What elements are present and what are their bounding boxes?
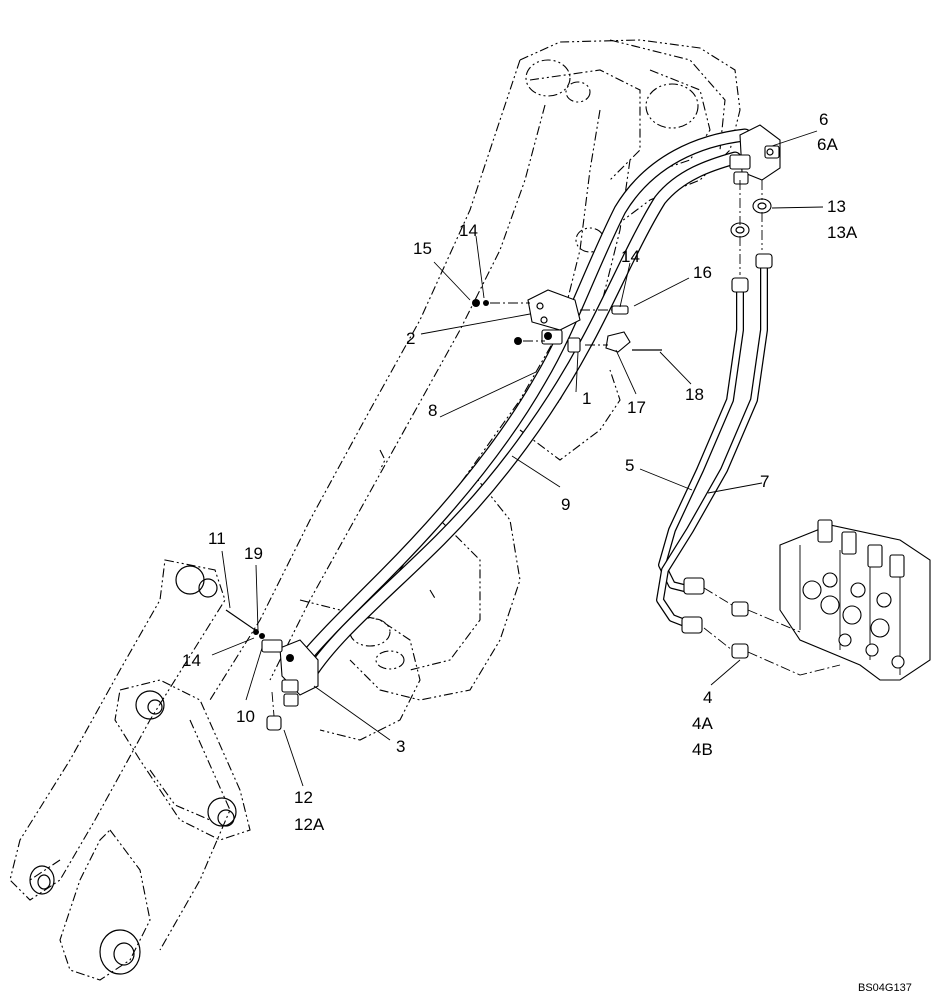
callout-12: 12: [294, 788, 313, 807]
lower-fittings: [225, 609, 319, 731]
callout-labels: 1 2 3 4 4A 4B 5 6 6A 7 8 9 10 11 12 12A …: [182, 110, 858, 834]
clamp-assembly: [472, 289, 662, 353]
callout-15: 15: [413, 239, 432, 258]
callout-9: 9: [561, 495, 570, 514]
hoses-8-9: [293, 128, 752, 682]
callout-6: 6: [819, 110, 828, 129]
callout-12a: 12A: [294, 815, 325, 834]
callout-5: 5: [625, 456, 634, 475]
callout-4: 4: [703, 688, 712, 707]
control-valve: [779, 519, 931, 681]
leader-lines: [211, 130, 824, 787]
tubes-5-7: [656, 253, 773, 634]
callout-14-upper-left: 14: [459, 221, 478, 240]
callout-8: 8: [428, 401, 437, 420]
callout-10: 10: [236, 707, 255, 726]
callout-13: 13: [827, 197, 846, 216]
callout-18: 18: [685, 385, 704, 404]
drawing-code: BS04G137: [858, 982, 912, 994]
callout-3: 3: [396, 737, 405, 756]
loader-arm-phantom: [9, 39, 741, 981]
callout-19: 19: [244, 544, 263, 563]
callout-2: 2: [406, 329, 415, 348]
callout-4b: 4B: [692, 740, 713, 759]
callout-1: 1: [582, 389, 591, 408]
callout-17: 17: [627, 398, 646, 417]
callout-7: 7: [760, 472, 769, 491]
callout-11: 11: [208, 529, 226, 548]
adapters: [730, 198, 772, 659]
clamp-dashlines: [490, 180, 841, 676]
callout-4a: 4A: [692, 714, 713, 733]
callout-16: 16: [693, 263, 712, 282]
callout-14-lower: 14: [182, 651, 201, 670]
fitting-6-tee: [729, 124, 781, 185]
callout-6a: 6A: [817, 135, 838, 154]
callout-13a: 13A: [827, 223, 858, 242]
callout-14-upper-right: 14: [621, 247, 640, 266]
